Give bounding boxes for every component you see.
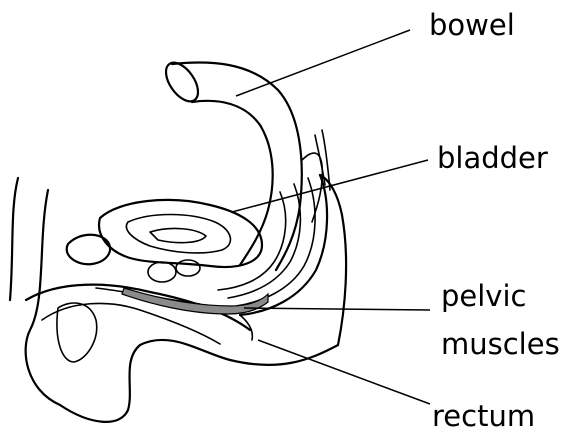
bowel-tube-outer bbox=[172, 62, 302, 270]
muscles-label: muscles bbox=[441, 326, 560, 362]
bladder-inner bbox=[126, 215, 230, 253]
abdominal-wall bbox=[320, 175, 346, 345]
colon-fold bbox=[302, 153, 322, 222]
bowel-opening bbox=[160, 57, 205, 107]
rectum-leader bbox=[258, 340, 430, 404]
bladder-label: bladder bbox=[437, 140, 548, 176]
pelvic-label: pelvic bbox=[441, 278, 526, 314]
rectum-wall-2 bbox=[228, 184, 300, 298]
pelvic-muscles-leader bbox=[244, 308, 430, 310]
rectum-label: rectum bbox=[432, 398, 535, 434]
leg-outline-lower bbox=[60, 340, 338, 422]
seminal-vesicle bbox=[176, 260, 200, 276]
bowel-label: bowel bbox=[429, 7, 515, 43]
pelvic-floor-muscle bbox=[122, 288, 268, 314]
prostate bbox=[148, 262, 176, 282]
perineum-contour bbox=[57, 303, 97, 362]
back-outline bbox=[10, 178, 18, 300]
bowel-leader bbox=[236, 30, 410, 96]
bladder-core bbox=[150, 229, 206, 243]
bladder-leader bbox=[232, 160, 428, 212]
pubic-bone bbox=[67, 235, 110, 265]
